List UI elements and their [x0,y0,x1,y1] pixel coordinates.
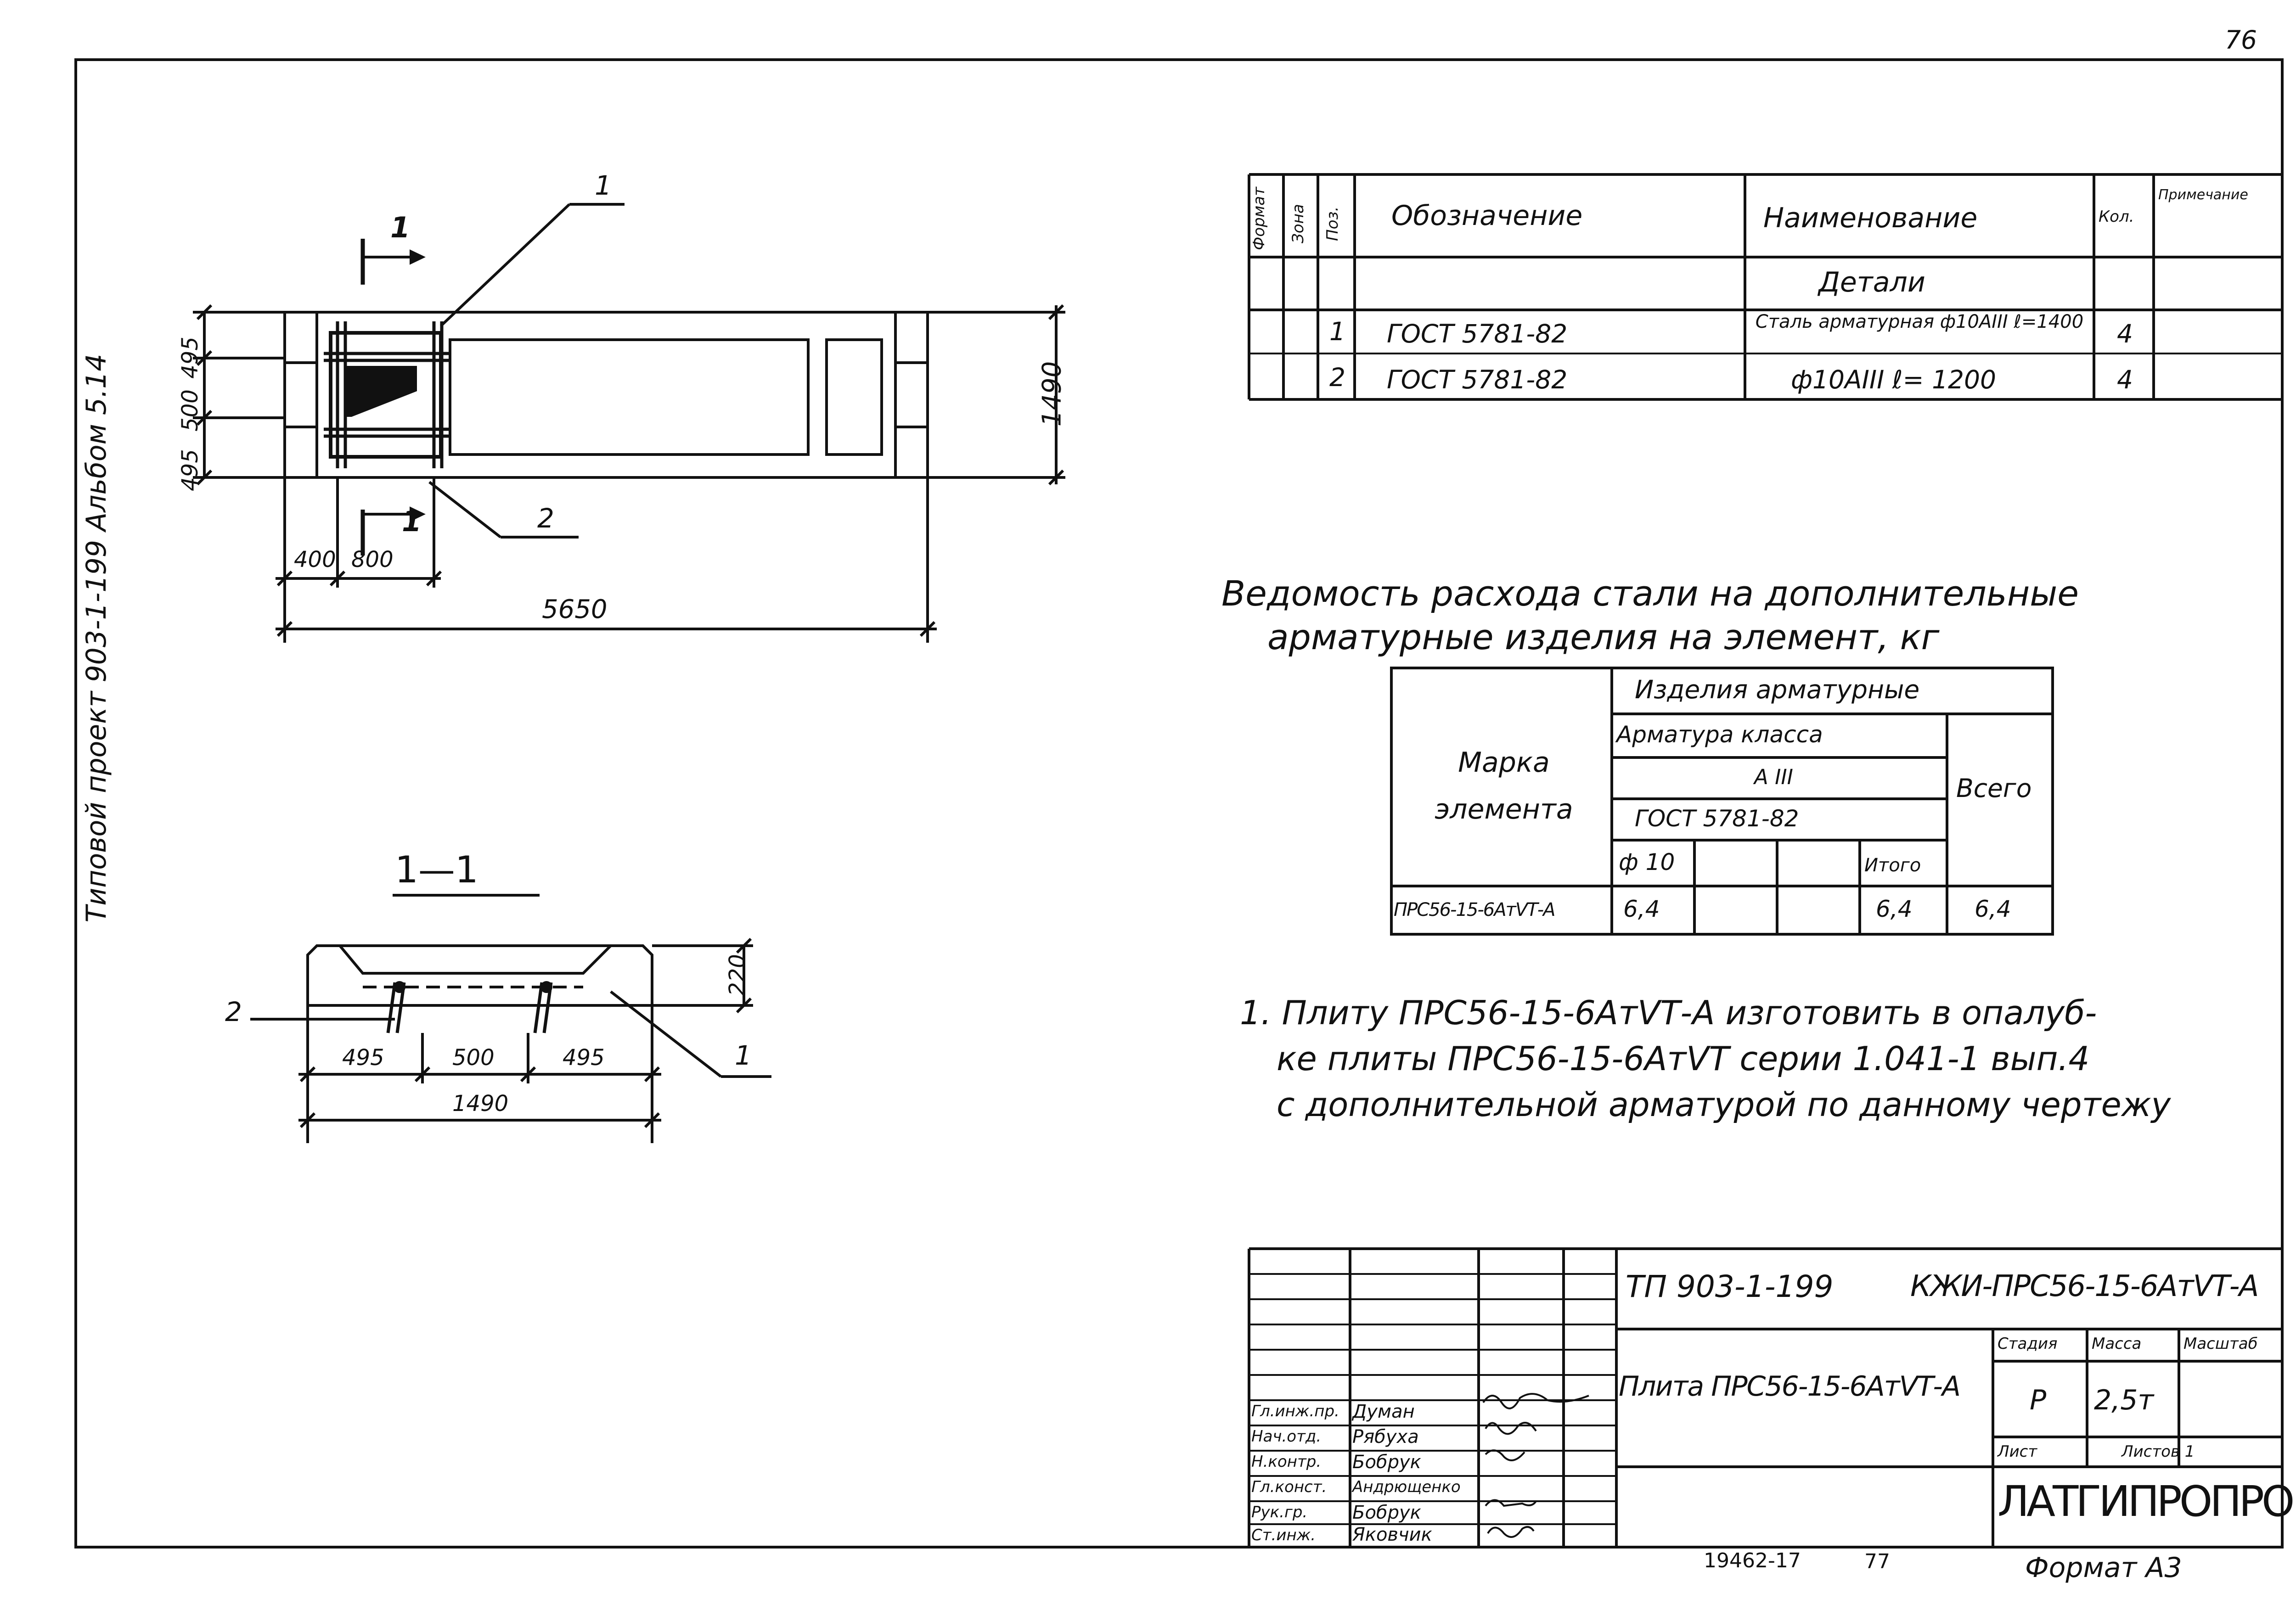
tb-project-code: ТП 903-1-199 [1626,1269,1834,1304]
tb-role-5: Рук.гр. [1251,1503,1308,1521]
section-pos-right: 1 [735,1040,752,1071]
steel-col-total: Всего [1956,774,2032,803]
spec-header-zone: Зона [1289,204,1307,243]
note-line-3: с дополнительной арматурой по данному че… [1277,1085,2171,1124]
archive-number: 19462-17 [1704,1549,1801,1572]
spec-row-2-designation: ГОСТ 5781-82 [1387,365,1568,394]
steel-col-gost: ГОСТ 5781-82 [1635,805,1799,832]
section-dim-height: 220 [724,954,750,996]
plan-dim-bottom-1: 400 [294,547,336,572]
spec-row-2-qty: 4 [2117,365,2133,394]
steel-col-mark: Марка элемента [1435,746,1573,825]
tb-name-2: Рябуха [1352,1426,1419,1448]
side-title: Типовой проект 903-1-199 Альбом 5.14 [80,353,113,923]
tb-sheets-label: Листов 1 [2122,1442,2195,1461]
archive-sheet: 77 [1864,1550,1890,1573]
plan-view-geometry [193,203,1065,643]
spec-header-name: Наименование [1763,202,1978,234]
section-dim-1: 495 [342,1045,384,1071]
note-line-1: 1. Плиту ПРС56-15-6АтVТ-А изготовить в о… [1240,993,2097,1032]
tb-role-2: Нач.отд. [1251,1427,1322,1446]
spec-header-designation: Обозначение [1391,200,1583,232]
steel-table-grid [1390,667,2054,936]
section-dim-total: 1490 [452,1091,509,1116]
steel-col-dia: ф 10 [1619,849,1675,875]
steel-title-line-2: арматурные изделия на элемент, кг [1267,617,1940,657]
section-dim-3: 495 [563,1045,605,1071]
section-dim-2: 500 [452,1045,495,1071]
tb-sheet-label: Лист [1998,1442,2037,1461]
steel-col-class: Арматура класса [1616,721,1823,748]
tb-item-name: Плита ПРС56-15-6АтVТ-А [1619,1370,1961,1403]
tb-mass-label: Масса [2092,1335,2142,1353]
spec-table-grid [1248,173,2282,401]
tb-role-6: Ст.инж. [1251,1526,1316,1544]
spec-header-format: Формат [1250,187,1268,250]
tb-stage-label: Стадия [1998,1335,2058,1353]
note-line-2: ке плиты ПРС56-15-6АтVТ серии 1.041-1 вы… [1277,1039,2090,1078]
tb-name-1: Думан [1352,1401,1415,1422]
plan-pos-2-label: 2 [537,503,554,534]
section-pos-left: 2 [225,996,242,1027]
plan-dim-length: 5650 [542,595,608,624]
tb-name-4: Андрющенко [1352,1478,1461,1496]
plan-dim-left-2: 500 [177,389,203,432]
signature-scribbles [1482,1393,1589,1538]
steel-col-class-value: А III [1754,765,1793,789]
spec-row-2-pos: 2 [1329,363,1345,392]
spec-header-qty: Кол. [2099,208,2134,226]
sheet-format: Формат А3 [2025,1552,2182,1584]
steel-row-total: 6,4 [1975,896,2011,922]
spec-section-title: Детали [1818,266,1925,298]
tb-name-3: Бобрук [1352,1452,1421,1473]
steel-col-group: Изделия арматурные [1635,675,1920,704]
plan-dim-left-1: 495 [177,337,203,379]
spec-row-1-pos: 1 [1329,317,1345,346]
steel-title-line-1: Ведомость расхода стали на дополнительны… [1221,573,2079,614]
plan-dim-bottom-2: 800 [351,547,394,572]
tb-scale-label: Масштаб [2183,1335,2258,1353]
tb-role-1: Гл.инж.пр. [1251,1402,1339,1420]
section-mark-top: 1 [390,211,411,244]
section-title: 1—1 [395,848,478,891]
plan-dim-left-3: 495 [177,449,203,491]
steel-row-mark: ПРС56-15-6АтVТ-А [1394,899,1555,920]
tb-name-5: Бобрук [1352,1502,1421,1523]
plan-dim-width: 1490 [1037,361,1067,427]
tb-role-4: Гл.конст. [1251,1478,1327,1496]
title-block-grid [1248,1247,2282,1547]
spec-header-note: Примечание [2158,187,2248,203]
section-mark-bottom: 1 [402,505,422,538]
tb-stage-value: Р [2030,1384,2047,1416]
tb-organization: ЛАТГИПРОПРОМ [1998,1477,2296,1526]
spec-row-2-name: ф10АIII ℓ= 1200 [1791,365,1997,394]
steel-col-subtotal: Итого [1864,855,1921,876]
page-number: 76 [2225,25,2257,55]
tb-doc-code: КЖИ-ПРС56-15-6АтVТ-А [1910,1269,2259,1303]
steel-row-dia-value: 6,4 [1623,896,1660,922]
section-view-geometry [250,894,771,1143]
tb-role-3: Н.контр. [1251,1453,1322,1471]
sheet-frame [74,58,2284,1549]
spec-row-1-name: Сталь арматурная ф10АIII ℓ=1400 [1755,311,2084,332]
spec-row-1-designation: ГОСТ 5781-82 [1387,319,1568,348]
tb-mass-value: 2,5т [2094,1384,2154,1416]
plan-pos-1-label: 1 [595,170,612,201]
steel-row-subtotal: 6,4 [1876,896,1913,922]
spec-header-pos: Поз. [1323,206,1342,241]
spec-row-1-qty: 4 [2117,319,2133,348]
tb-name-6: Яковчик [1352,1524,1432,1545]
